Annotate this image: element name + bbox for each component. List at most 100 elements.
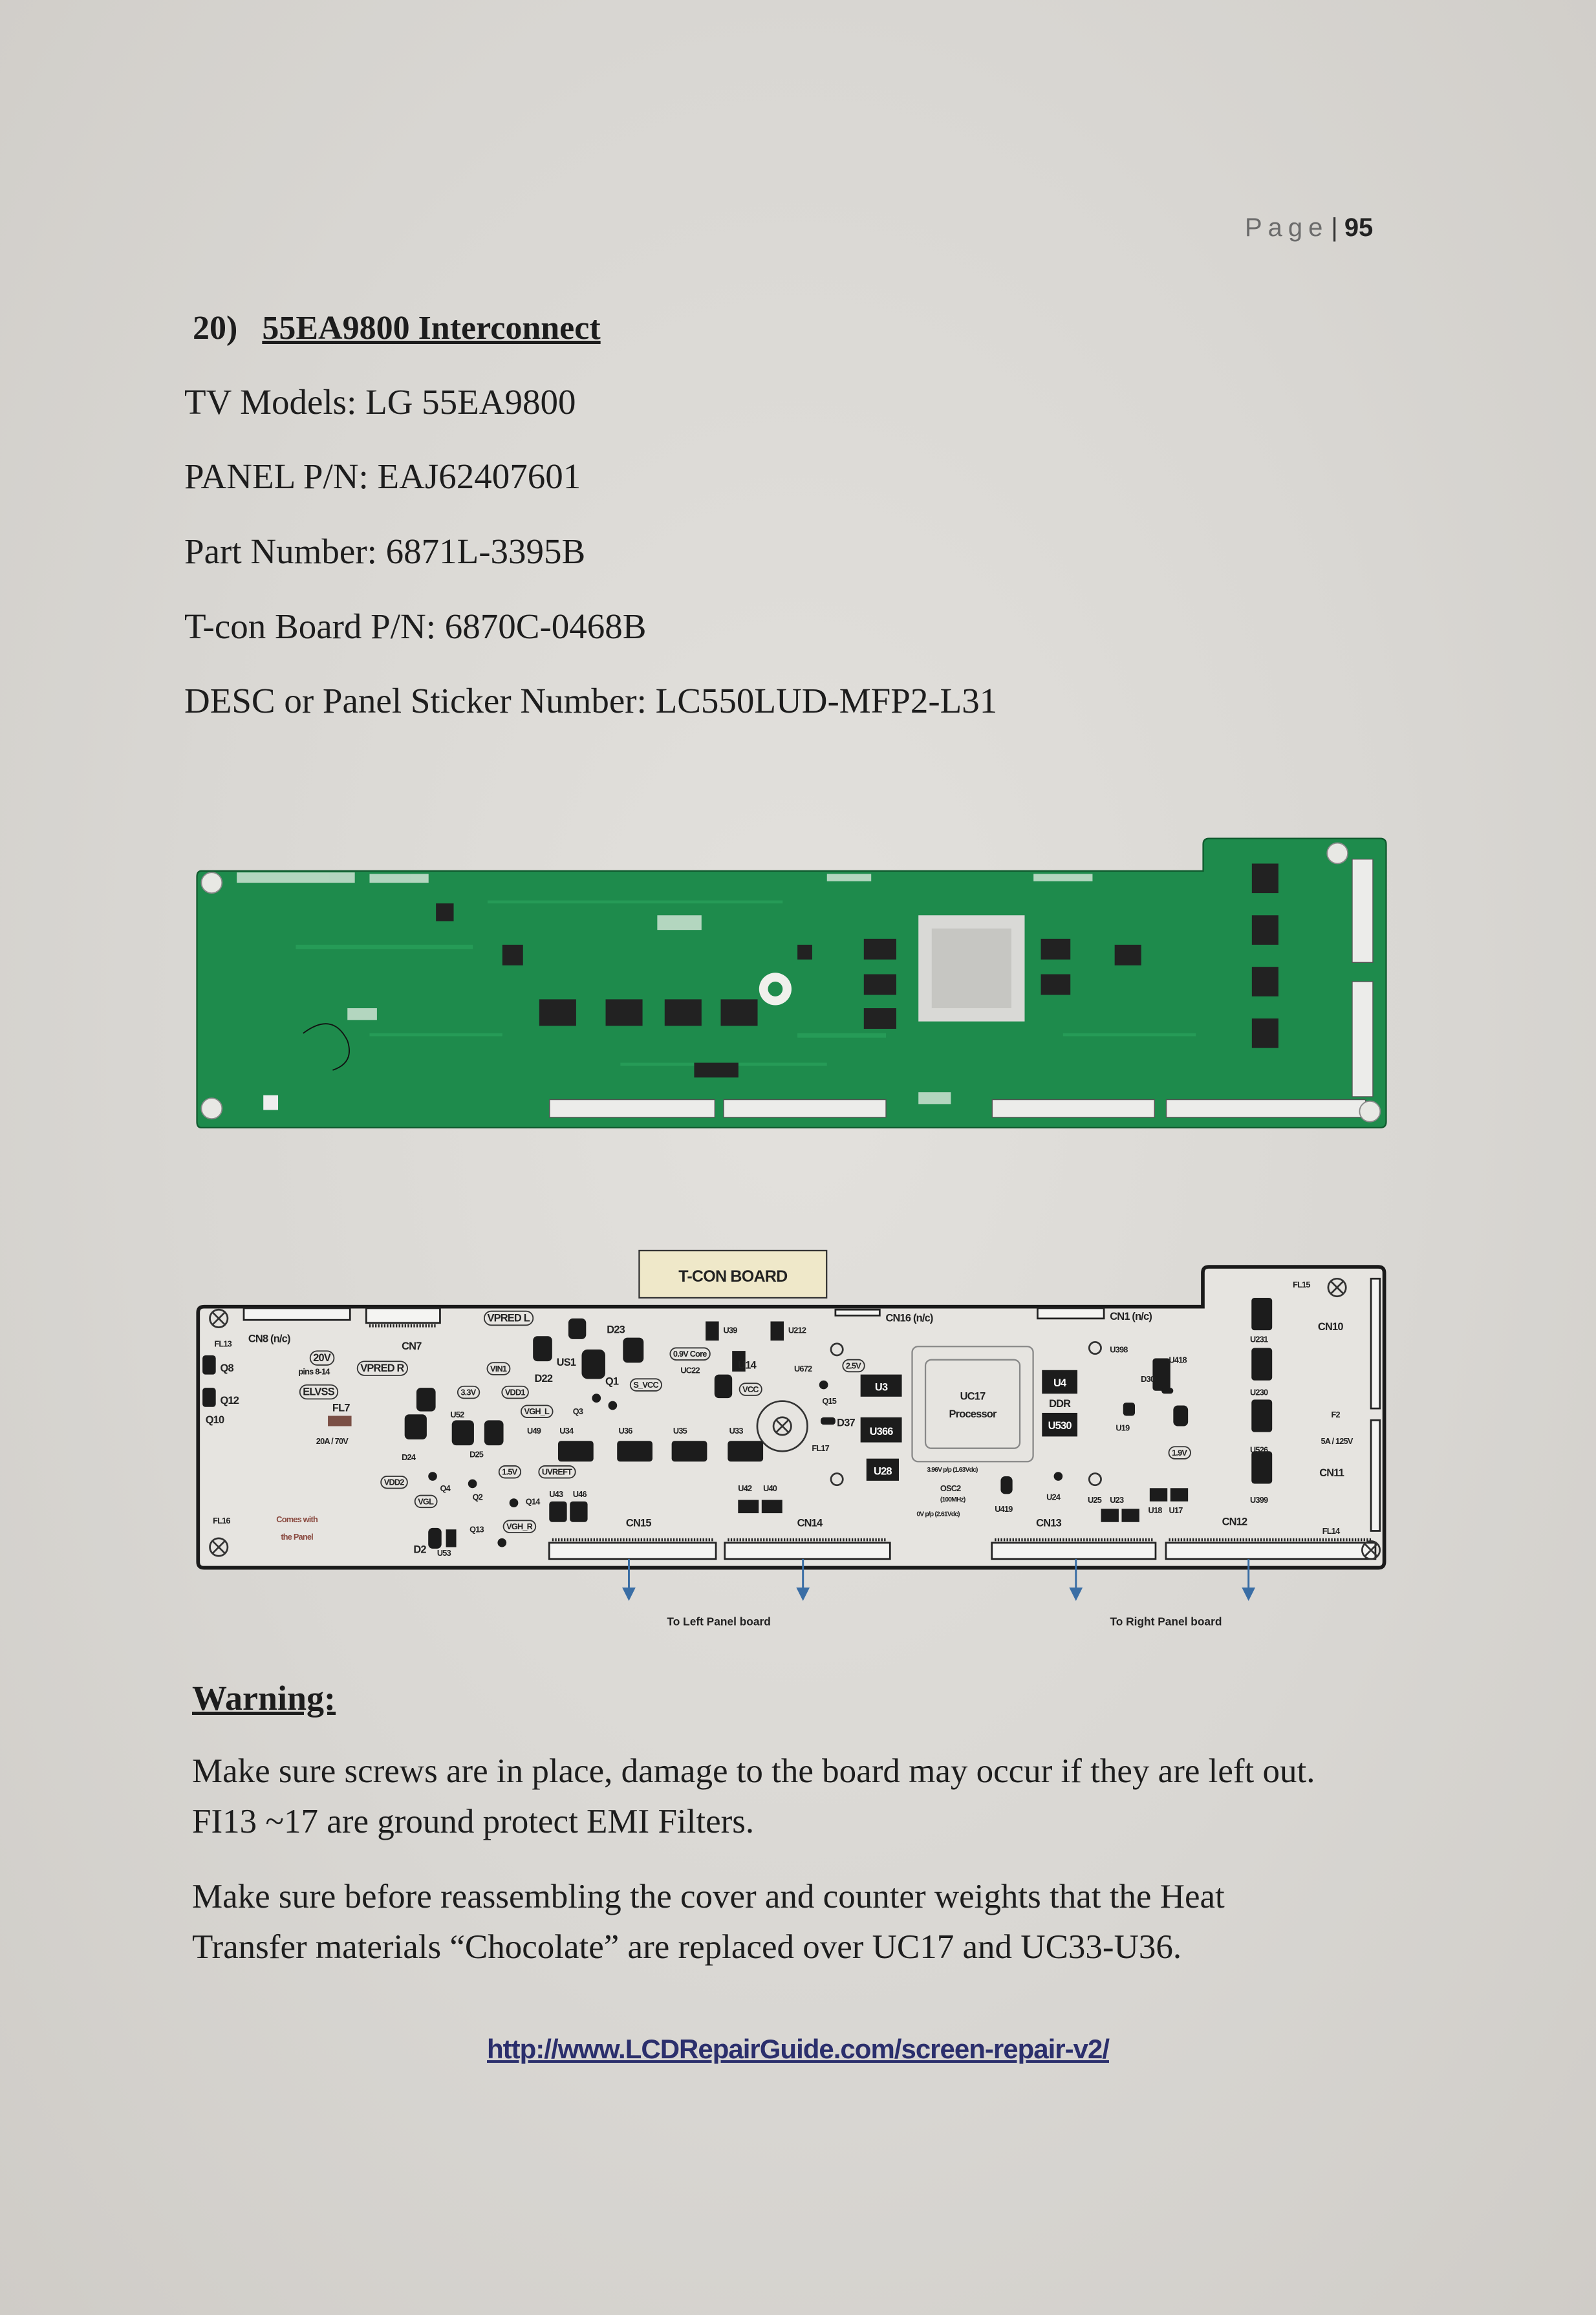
label-bubble <box>414 1494 438 1509</box>
tcon-board-diagram: T-CON BOARD <box>196 1249 1386 1628</box>
label-osc-pp1: 3.96V p/p (1.63Vdc) <box>927 1467 978 1474</box>
label-u36: U36 <box>619 1426 633 1436</box>
label-bubble <box>669 1347 711 1361</box>
footer-link[interactable]: http://www.LCDRepairGuide.com/screen-rep… <box>487 2034 1110 2064</box>
label-vpred-l: VPRED L <box>487 1312 530 1324</box>
label-q10: Q10 <box>206 1414 224 1426</box>
label-cn7: CN7 <box>402 1341 422 1352</box>
label-u231: U231 <box>1250 1334 1268 1344</box>
warning-paragraph-2: Make sure before reassembling the cover … <box>192 1871 1225 1972</box>
label-vgh-r: VGH_R <box>506 1522 533 1531</box>
label-cn13: CN13 <box>1036 1518 1061 1529</box>
pcb-board <box>196 837 1387 1129</box>
label-cn15: CN15 <box>626 1518 651 1529</box>
label-100mhz: (100MHz) <box>940 1496 965 1503</box>
label-u19: U19 <box>1116 1423 1130 1432</box>
label-q15: Q15 <box>822 1396 836 1406</box>
label-u18: U18 <box>1148 1505 1163 1515</box>
label-u40: U40 <box>763 1483 777 1493</box>
label-d25: D25 <box>469 1449 484 1459</box>
label-q8: Q8 <box>221 1362 234 1374</box>
label-osc2: OSC2 <box>940 1483 961 1493</box>
label-bubble <box>538 1465 576 1479</box>
label-u398: U398 <box>1110 1344 1128 1354</box>
label-cn16: CN16 (n/c) <box>885 1312 933 1324</box>
label-bubble <box>521 1405 554 1418</box>
label-bubble <box>629 1378 662 1392</box>
label-uvreft: UVREFT <box>542 1467 572 1477</box>
label-u25: U25 <box>1088 1495 1102 1505</box>
label-d24: D24 <box>402 1452 416 1462</box>
label-vin1: VIN1 <box>490 1364 507 1373</box>
info-tcon-pn: T-con Board P/N: 6870C-0468B <box>184 607 647 646</box>
label-d37: D37 <box>837 1417 855 1428</box>
label-d2: D2 <box>413 1544 426 1556</box>
label-cn1: CN1 (n/c) <box>1110 1311 1152 1322</box>
label-fl13: FL13 <box>214 1339 232 1348</box>
label-vgh-l: VGH_L <box>524 1406 550 1416</box>
label-cn8: CN8 (n/c) <box>248 1333 290 1344</box>
label-q1: Q1 <box>605 1376 619 1388</box>
label-fl7: FL7 <box>332 1403 350 1414</box>
label-0-9v-core: 0.9V Core <box>673 1349 707 1359</box>
label-uc17: UC17 <box>960 1390 986 1402</box>
page-separator: | <box>1331 213 1338 242</box>
info-part-number: Part Number: 6871L-3395B <box>184 532 586 571</box>
warning-line: Make sure screws are in place, damage to… <box>192 1752 1315 1790</box>
label-u418: U418 <box>1169 1355 1187 1364</box>
label-1-5v: 1.5V <box>502 1467 517 1477</box>
label-bubble <box>498 1465 522 1479</box>
warning-line: FI13 ~17 are ground protect EMI Filters. <box>192 1803 755 1840</box>
label-2-5v: 2.5V <box>846 1361 861 1370</box>
label-bubble <box>457 1385 480 1399</box>
page-number: 95 <box>1344 213 1374 242</box>
arrow-icons <box>622 1558 1256 1601</box>
info-desc-sticker: DESC or Panel Sticker Number: LC550LUD-M… <box>184 681 998 720</box>
label-bubble <box>502 1520 537 1533</box>
label-d22: D22 <box>534 1373 552 1384</box>
label-u23: U23 <box>1110 1495 1124 1505</box>
label-u530: U530 <box>1048 1420 1072 1432</box>
label-bubble <box>1168 1446 1191 1459</box>
label-vgl: VGL <box>418 1496 434 1506</box>
label-us1: US1 <box>557 1357 576 1368</box>
label-u3: U3 <box>875 1382 888 1394</box>
label-bubble <box>501 1385 529 1399</box>
screw-icon <box>209 1277 1381 1560</box>
label-u49: U49 <box>527 1426 541 1436</box>
tcon-board-photo <box>196 837 1387 1129</box>
label-u4: U4 <box>1053 1377 1067 1389</box>
info-tv-models: TV Models: LG 55EA9800 <box>184 382 576 422</box>
label-u14: U14 <box>738 1359 757 1371</box>
label-q3: Q3 <box>573 1406 583 1416</box>
label-f2: F2 <box>1331 1410 1340 1419</box>
label-20v: 20V <box>313 1352 331 1364</box>
label-ddr: DDR <box>1049 1398 1071 1410</box>
label-u52: U52 <box>450 1410 464 1419</box>
label-d30: D30 <box>1141 1374 1155 1384</box>
label-1-9v: 1.9V <box>1172 1448 1187 1458</box>
page-label: Page <box>1245 213 1329 242</box>
label-u24: U24 <box>1046 1492 1061 1502</box>
warning-heading: Warning: <box>192 1679 336 1717</box>
diagram-title: T-CON BOARD <box>678 1267 788 1286</box>
page-header: Page|95 <box>1245 213 1373 242</box>
label-fuse1: 20A / 70V <box>316 1436 349 1446</box>
label-cn10: CN10 <box>1318 1321 1343 1333</box>
caption-right-panel: To Right Panel board <box>1110 1615 1222 1628</box>
label-u39: U39 <box>723 1326 737 1335</box>
warning-line: Make sure before reassembling the cover … <box>192 1878 1225 1915</box>
label-bubble <box>356 1361 409 1376</box>
label-u35: U35 <box>673 1426 687 1436</box>
warning-paragraph-1: Make sure screws are in place, damage to… <box>192 1746 1315 1847</box>
label-fl17: FL17 <box>812 1443 829 1453</box>
label-u28: U28 <box>874 1466 892 1478</box>
label-uc22: UC22 <box>680 1365 700 1375</box>
label-bubble <box>380 1475 408 1489</box>
label-processor: Processor <box>949 1408 997 1420</box>
label-u419: U419 <box>995 1504 1013 1514</box>
label-q2: Q2 <box>473 1492 483 1502</box>
label-cn12: CN12 <box>1222 1516 1247 1527</box>
label-bubble <box>483 1310 534 1326</box>
label-u366: U366 <box>870 1426 894 1437</box>
